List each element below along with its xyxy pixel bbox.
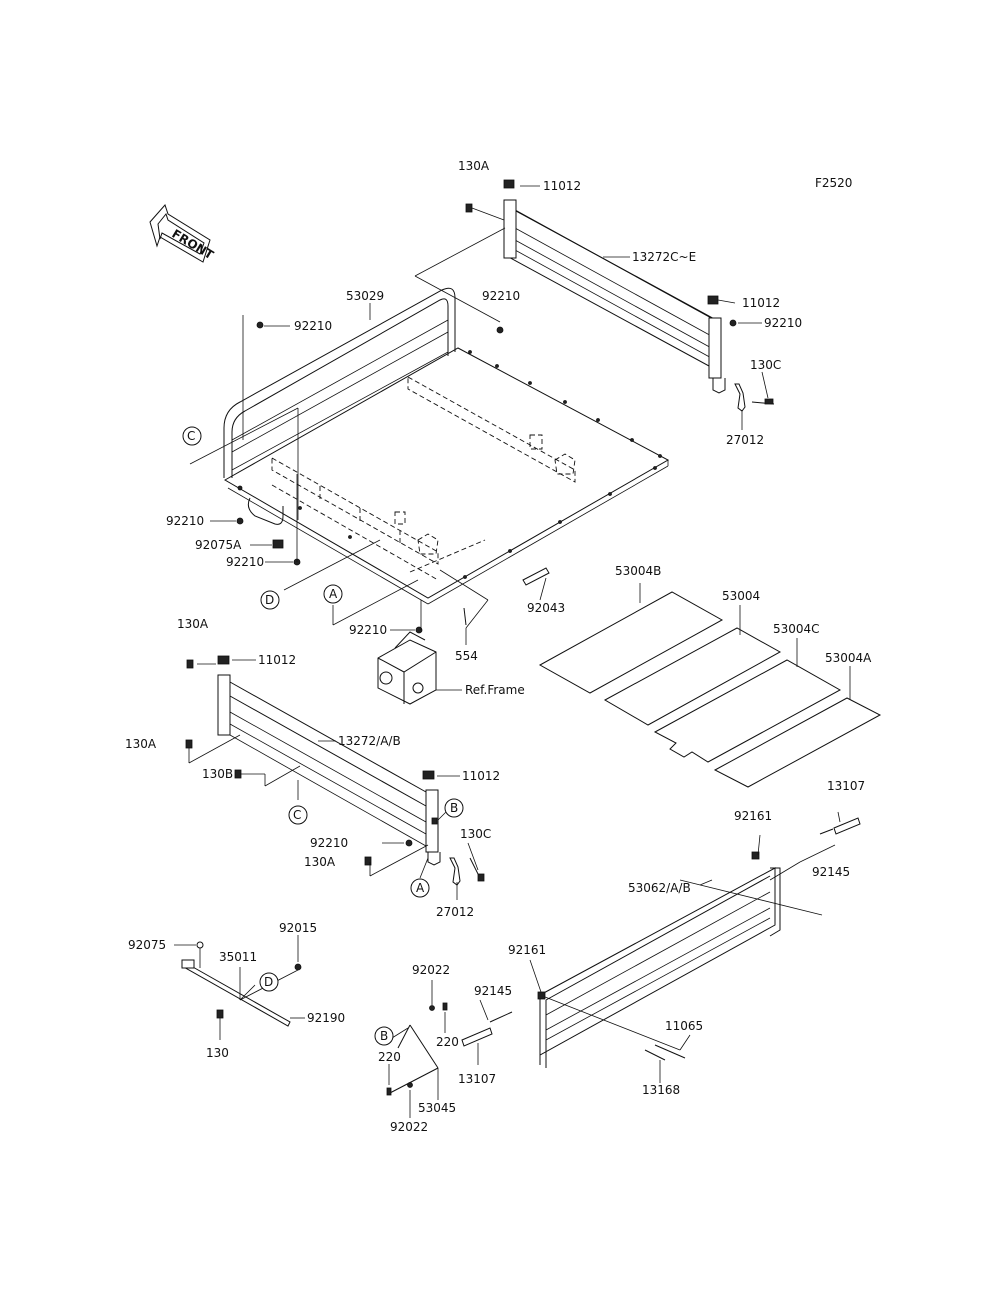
mat-53004C	[653, 659, 842, 763]
label-92210-b: 92210	[226, 555, 264, 569]
callout-b-low: B	[374, 1026, 394, 1046]
svg-text:B: B	[380, 1029, 388, 1043]
label-13272AB: 13272/A/B	[338, 734, 401, 748]
label-53004A: 53004A	[825, 651, 872, 665]
label-92075: 92075	[128, 938, 166, 952]
svg-text:D: D	[265, 593, 274, 607]
figure-code: F2520	[815, 176, 852, 190]
label-554: 554	[455, 649, 478, 663]
label-ref-frame: Ref.Frame	[465, 683, 525, 697]
label-92190: 92190	[307, 1011, 345, 1025]
callout-a-top: A	[323, 584, 343, 604]
label-13168: 13168	[642, 1083, 680, 1097]
callout-c-mid: C	[288, 805, 308, 825]
label-92210-a: 92210	[166, 514, 204, 528]
callout-d-top: D	[260, 590, 280, 610]
bracket-icon	[272, 539, 284, 549]
label-53045: 53045	[418, 1101, 456, 1115]
tailgate	[461, 817, 861, 1068]
callout-b-mid: B	[444, 798, 464, 818]
label-53004: 53004	[722, 589, 760, 603]
label-11012-right: 11012	[742, 296, 780, 310]
label-53029: 53029	[346, 289, 384, 303]
under-bed-crossmembers	[271, 376, 576, 581]
label-27012-top: 27012	[726, 433, 764, 447]
label-35011: 35011	[219, 950, 257, 964]
callout-c-top: C	[182, 426, 202, 446]
label-130A-low: 130A	[304, 855, 336, 869]
label-92075A: 92075A	[195, 538, 242, 552]
pin-icon	[522, 567, 550, 586]
label-11012-mid: 11012	[258, 653, 296, 667]
label-11012-low: 11012	[462, 769, 500, 783]
mat-53004	[603, 627, 782, 726]
mat-53004B	[538, 591, 724, 694]
label-92022-low: 92022	[390, 1120, 428, 1134]
label-92022-top: 92022	[412, 963, 450, 977]
label-11065: 11065	[665, 1019, 703, 1033]
nut-icon	[256, 321, 264, 329]
label-53062AB: 53062/A/B	[628, 881, 691, 895]
label-53004C: 53004C	[773, 622, 820, 636]
mat-53004A	[713, 697, 882, 788]
label-13107-mid: 13107	[458, 1072, 496, 1086]
nut-icon	[496, 326, 504, 334]
label-92015: 92015	[279, 921, 317, 935]
label-130A-top: 130A	[458, 159, 490, 173]
strap-assembly	[386, 980, 448, 1118]
nut-icon	[236, 517, 244, 525]
callout-d-low: D	[259, 972, 279, 992]
svg-text:A: A	[416, 881, 425, 895]
label-92145-mid: 92145	[474, 984, 512, 998]
callout-a-mid: A	[410, 878, 430, 898]
label-130: 130	[206, 1046, 229, 1060]
front-arrow-icon: FRONT	[149, 204, 217, 263]
label-27012-low: 27012	[436, 905, 474, 919]
cap-icon	[707, 295, 719, 305]
label-92145-right: 92145	[812, 865, 850, 879]
nut-icon	[729, 319, 737, 327]
ref-frame-part	[377, 631, 462, 705]
side-panel-left	[223, 287, 456, 525]
label-53004B: 53004B	[615, 564, 661, 578]
svg-text:C: C	[187, 429, 195, 443]
label-130C-low: 130C	[460, 827, 491, 841]
nut-icon	[415, 626, 423, 634]
label-92210-top: 92210	[482, 289, 520, 303]
leader-lines-mid	[188, 659, 479, 900]
label-92210-low: 92210	[310, 836, 348, 850]
label-92210-right: 92210	[764, 316, 802, 330]
leader-lines-upper	[189, 185, 769, 645]
svg-text:B: B	[450, 801, 458, 815]
floor-mats	[538, 583, 882, 788]
bolt-icon	[465, 203, 473, 213]
label-92043: 92043	[527, 601, 565, 615]
cap-icon	[503, 179, 515, 189]
label-13107-right: 13107	[827, 779, 865, 793]
front-side-panel	[185, 655, 485, 886]
label-220-top: 220	[436, 1035, 459, 1049]
label-220-low: 220	[378, 1050, 401, 1064]
label-92161-mid: 92161	[508, 943, 546, 957]
label-92161-right: 92161	[734, 809, 772, 823]
label-92210-left: 92210	[294, 319, 332, 333]
label-11012-top: 11012	[543, 179, 581, 193]
label-130C-top: 130C	[750, 358, 781, 372]
label-92210-c: 92210	[349, 623, 387, 637]
label-130A-mid: 130A	[177, 617, 209, 631]
svg-text:D: D	[264, 975, 273, 989]
label-13272CE: 13272C~E	[632, 250, 696, 264]
leader-lines-tailgate	[477, 811, 841, 1083]
cargo-bed-floor	[223, 347, 670, 605]
svg-text:C: C	[293, 808, 301, 822]
label-130A-side: 130A	[125, 737, 157, 751]
svg-text:A: A	[329, 587, 338, 601]
rear-side-panel	[503, 199, 775, 412]
label-130B: 130B	[202, 767, 233, 781]
